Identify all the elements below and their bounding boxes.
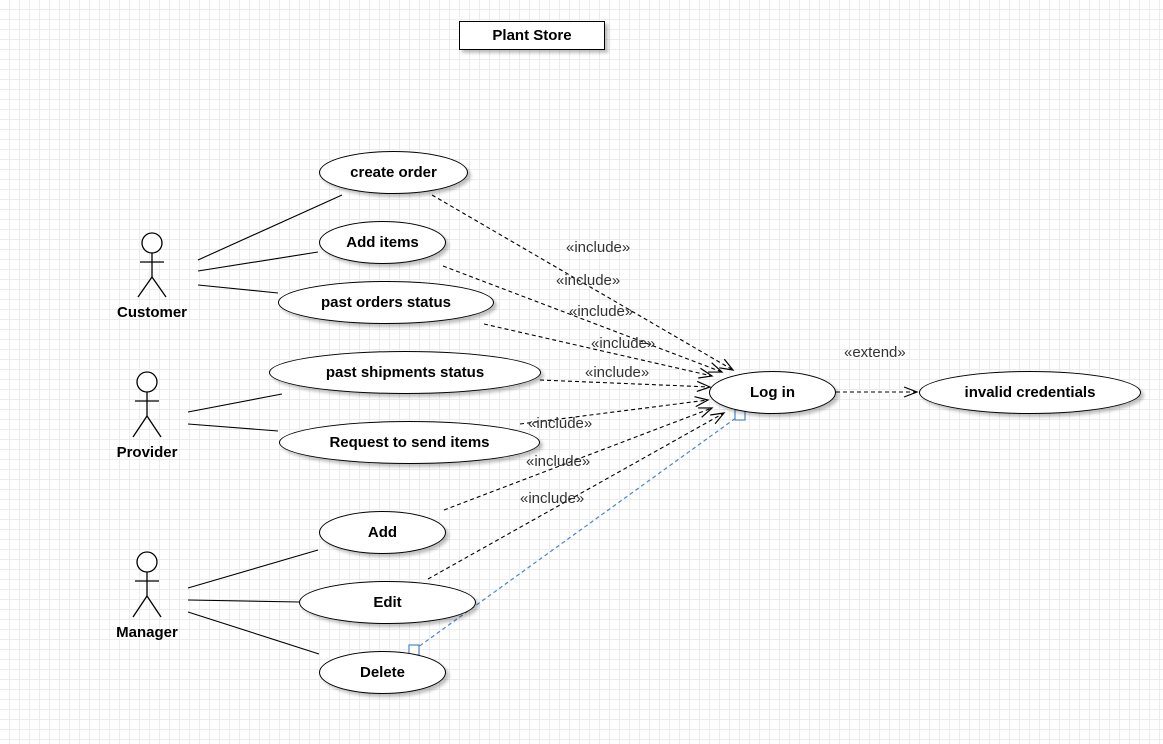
- include-label-add-items: «include»: [556, 272, 621, 289]
- associations: [187, 194, 343, 655]
- assoc-customer-create-order[interactable]: [197, 194, 343, 261]
- usecase-request-to-send-items[interactable]: Request to send items: [279, 421, 540, 464]
- include-edge-add[interactable]: [443, 407, 714, 511]
- actor-customer-figure[interactable]: [137, 232, 167, 298]
- usecase-invalid-credentials[interactable]: invalid credentials: [919, 371, 1141, 414]
- include-label-create-order: «include»: [566, 239, 631, 256]
- actor-manager-figure[interactable]: [132, 551, 162, 618]
- include-label-past-orders: «include»: [569, 303, 634, 320]
- diagram-title[interactable]: Plant Store: [459, 21, 605, 50]
- include-label-past-shipments: «include»: [585, 364, 650, 381]
- include-label-edit: «include»: [520, 490, 585, 507]
- usecase-add[interactable]: Add: [319, 511, 446, 554]
- include-label-past-shipments-upper: «include»: [591, 335, 656, 352]
- usecase-edit[interactable]: Edit: [299, 581, 476, 624]
- include-edge-past-orders[interactable]: [483, 323, 714, 379]
- assoc-manager-edit[interactable]: [187, 599, 300, 603]
- usecase-delete[interactable]: Delete: [319, 651, 446, 694]
- usecase-log-in[interactable]: Log in: [709, 371, 836, 414]
- assoc-customer-past-orders[interactable]: [197, 284, 279, 294]
- include-label-add: «include»: [526, 453, 591, 470]
- actor-manager-label: Manager: [116, 624, 178, 641]
- assoc-customer-add-items[interactable]: [197, 251, 319, 272]
- assoc-manager-delete[interactable]: [187, 611, 320, 655]
- include-edges: [427, 194, 919, 580]
- actor-provider-label: Provider: [116, 444, 178, 461]
- usecase-add-items[interactable]: Add items: [319, 221, 446, 264]
- usecase-past-shipments-status[interactable]: past shipments status: [269, 351, 541, 394]
- include-edge-create-order[interactable]: [431, 194, 735, 371]
- include-edge-add-items[interactable]: [442, 265, 724, 373]
- usecase-past-orders-status[interactable]: past orders status: [278, 281, 494, 324]
- include-edge-edit[interactable]: [427, 412, 726, 580]
- extend-label: «extend»: [844, 344, 906, 361]
- assoc-provider-past-shipments[interactable]: [187, 393, 283, 413]
- assoc-provider-request-send[interactable]: [187, 423, 279, 432]
- include-edge-past-shipments[interactable]: [539, 379, 712, 393]
- actor-customer-label: Customer: [116, 304, 187, 321]
- include-edge-request-send[interactable]: [519, 396, 710, 425]
- include-label-request-send: «include»: [528, 415, 593, 432]
- usecase-create-order[interactable]: create order: [319, 151, 468, 194]
- actor-provider-figure[interactable]: [132, 371, 162, 438]
- assoc-manager-add[interactable]: [187, 549, 319, 589]
